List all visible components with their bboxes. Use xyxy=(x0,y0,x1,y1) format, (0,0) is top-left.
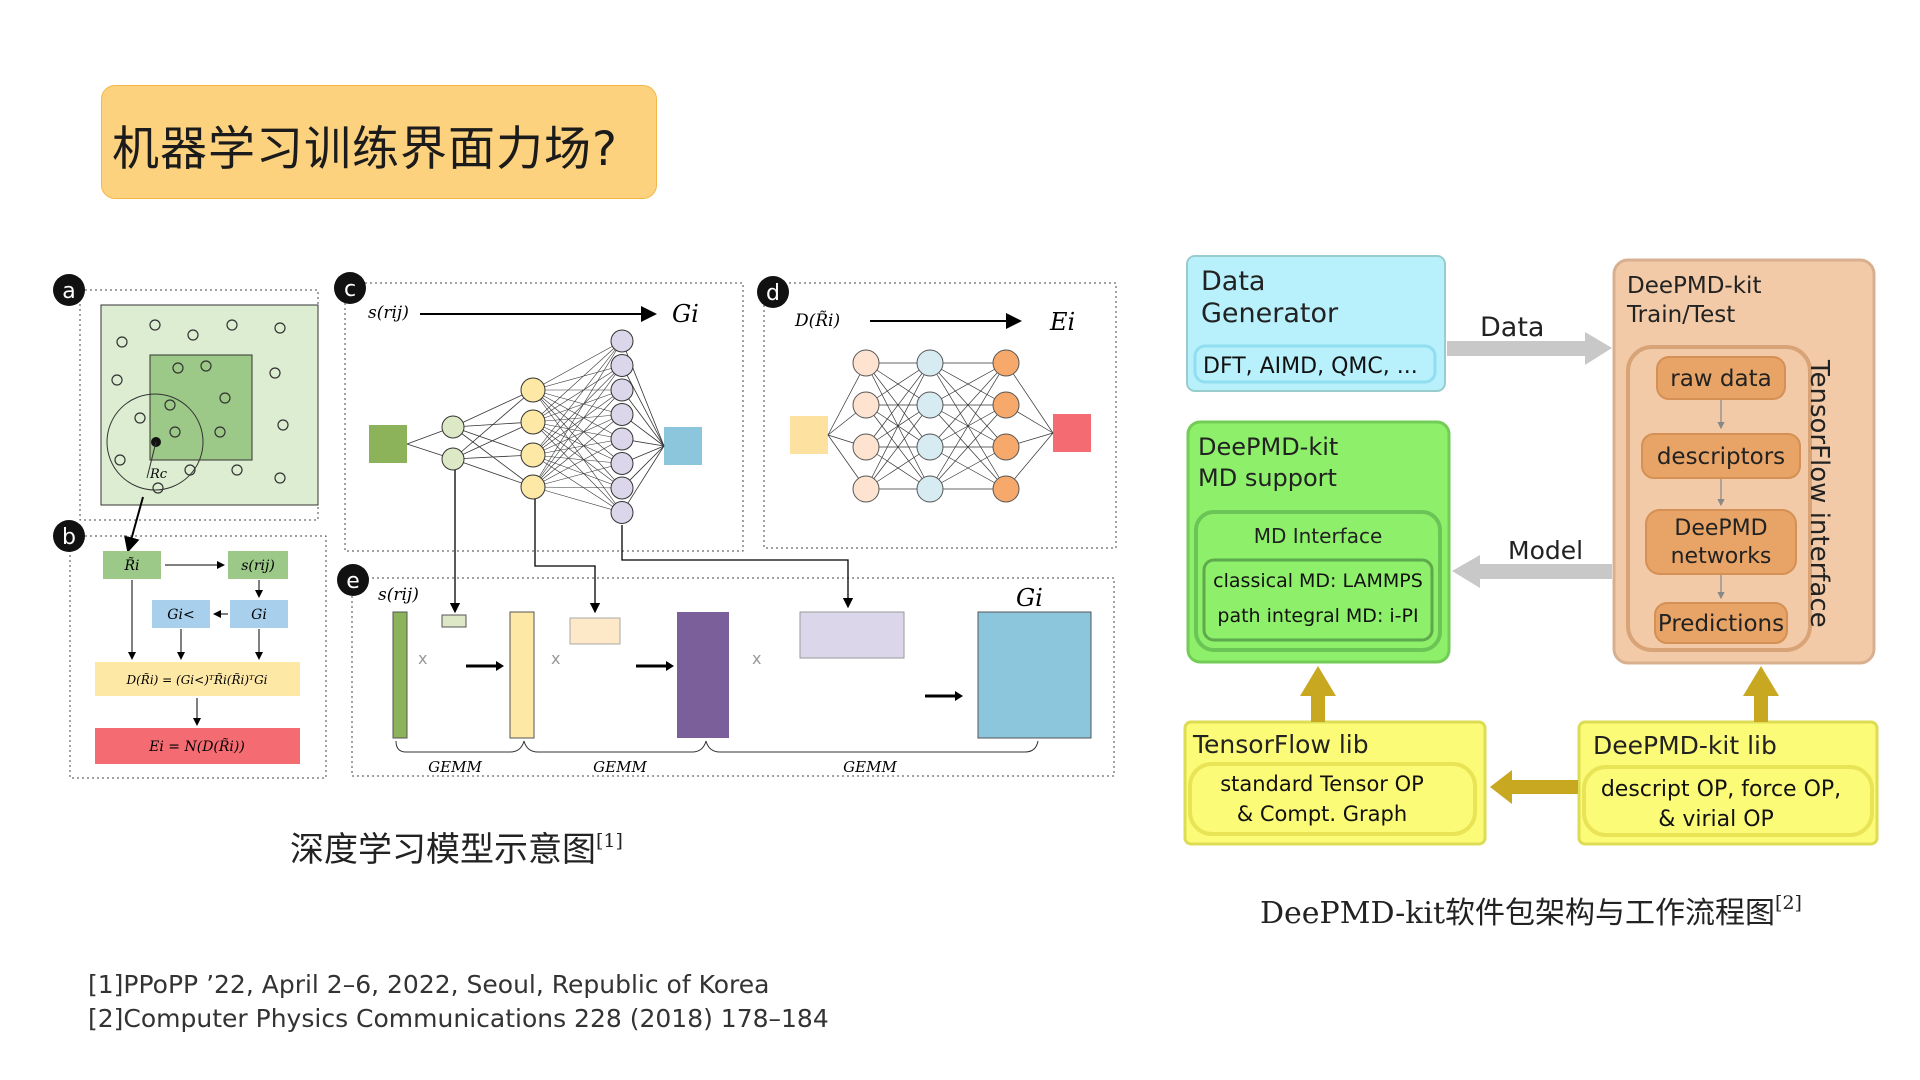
svg-text:GEMM: GEMM xyxy=(593,758,647,776)
panel-b: R̃i s(rij) Gi< Gi D(R̃i) = (Gi<)ᵀR̃i(R̃i… xyxy=(69,535,327,779)
svg-text:Gi: Gi xyxy=(251,607,267,623)
svg-text:Ei: Ei xyxy=(1049,308,1075,336)
svg-text:Gi<: Gi< xyxy=(167,607,194,623)
svg-text:classical MD: LAMMPS: classical MD: LAMMPS xyxy=(1213,570,1423,592)
svg-text:GEMM: GEMM xyxy=(428,758,482,776)
right-figure-caption: DeePMD-kit软件包架构与工作流程图[2] xyxy=(1260,892,1802,931)
svg-text:Gi: Gi xyxy=(1016,584,1043,612)
title-banner xyxy=(101,85,657,199)
step-deepmd-networks-line2: networks xyxy=(1671,544,1772,569)
md-support-box: DeePMD-kit MD support MD Interface class… xyxy=(1186,420,1451,664)
svg-text:DFT, AIMD, QMC, ...: DFT, AIMD, QMC, ... xyxy=(1203,354,1418,379)
svg-text:c: c xyxy=(344,277,356,302)
train-test-box: DeePMD-kit Train/Test TensorFlow interfa… xyxy=(1612,258,1876,665)
rc-label: Rc xyxy=(149,467,168,482)
svg-text:R̃i: R̃i xyxy=(123,556,139,574)
model-arrow-label: Model xyxy=(1508,536,1583,565)
svg-text:DeePMD-kit: DeePMD-kit xyxy=(1627,273,1761,299)
svg-text:Generator: Generator xyxy=(1201,298,1339,329)
svg-text:s(rij): s(rij) xyxy=(378,585,419,605)
svg-text:d: d xyxy=(766,281,780,306)
svg-text:s(rij): s(rij) xyxy=(241,558,275,574)
svg-text:DeePMD-kit lib: DeePMD-kit lib xyxy=(1593,731,1777,760)
svg-text:x: x xyxy=(551,649,560,668)
svg-text:Ei = N(D(R̃i)): Ei = N(D(R̃i)) xyxy=(148,737,245,755)
svg-text:path integral MD: i-PI: path integral MD: i-PI xyxy=(1217,605,1418,627)
svg-text:b: b xyxy=(62,525,76,550)
left-figure-caption: 深度学习模型示意图[1] xyxy=(290,830,623,870)
svg-text:& virial OP: & virial OP xyxy=(1658,807,1774,832)
panel-labels: a b c d e xyxy=(53,272,789,596)
svg-text:DeePMD-kit: DeePMD-kit xyxy=(1198,433,1338,461)
panel-c: s(rij) Gi xyxy=(344,282,744,552)
svg-text:Train/Test: Train/Test xyxy=(1626,302,1735,328)
svg-text:descript OP, force OP,: descript OP, force OP, xyxy=(1601,777,1841,802)
deepmd-lib-box: DeePMD-kit lib descript OP, force OP, & … xyxy=(1577,720,1879,846)
svg-text:D(R̃i) = (Gi<)ᵀR̃i(R̃i)ᵀGi: D(R̃i) = (Gi<)ᵀR̃i(R̃i)ᵀGi xyxy=(126,672,268,687)
step-raw-data: raw data xyxy=(1670,366,1771,392)
svg-text:& Compt. Graph: & Compt. Graph xyxy=(1237,802,1407,826)
step-predictions: Predictions xyxy=(1658,611,1784,637)
svg-text:TensorFlow lib: TensorFlow lib xyxy=(1192,730,1369,759)
panel-e: s(rij) Gi x x x GEMM GEMM GEMM xyxy=(351,577,1115,777)
svg-text:x: x xyxy=(418,649,427,668)
svg-text:GEMM: GEMM xyxy=(843,758,897,776)
svg-text:Data: Data xyxy=(1201,266,1265,297)
svg-text:s(rij): s(rij) xyxy=(368,303,409,323)
svg-text:MD support: MD support xyxy=(1198,464,1337,492)
svg-text:x: x xyxy=(752,649,761,668)
tensorflow-lib-box: TensorFlow lib standard Tensor OP & Comp… xyxy=(1183,720,1487,846)
step-deepmd-networks-line1: DeePMD xyxy=(1674,516,1767,541)
svg-text:a: a xyxy=(62,279,75,304)
data-generator-box: Data Generator DFT, AIMD, QMC, ... xyxy=(1186,255,1446,392)
data-arrow-label: Data xyxy=(1480,312,1544,343)
slide-title: 机器学习训练界面力场? xyxy=(112,122,618,177)
svg-text:TensorFlow interface: TensorFlow interface xyxy=(1804,359,1834,628)
panel-a: Rc xyxy=(79,289,319,521)
panel-d: D(R̃i) Ei xyxy=(763,282,1117,549)
svg-text:Gi: Gi xyxy=(672,300,699,328)
svg-text:MD Interface: MD Interface xyxy=(1254,524,1383,548)
step-descriptors: descriptors xyxy=(1657,444,1785,470)
reference-2: [2]Computer Physics Communications 228 (… xyxy=(88,1004,829,1033)
svg-text:e: e xyxy=(346,569,360,594)
reference-1: [1]PPoPP ’22, April 2–6, 2022, Seoul, Re… xyxy=(88,970,770,999)
svg-text:standard Tensor OP: standard Tensor OP xyxy=(1220,772,1424,796)
svg-text:D(R̃i): D(R̃i) xyxy=(794,311,840,331)
